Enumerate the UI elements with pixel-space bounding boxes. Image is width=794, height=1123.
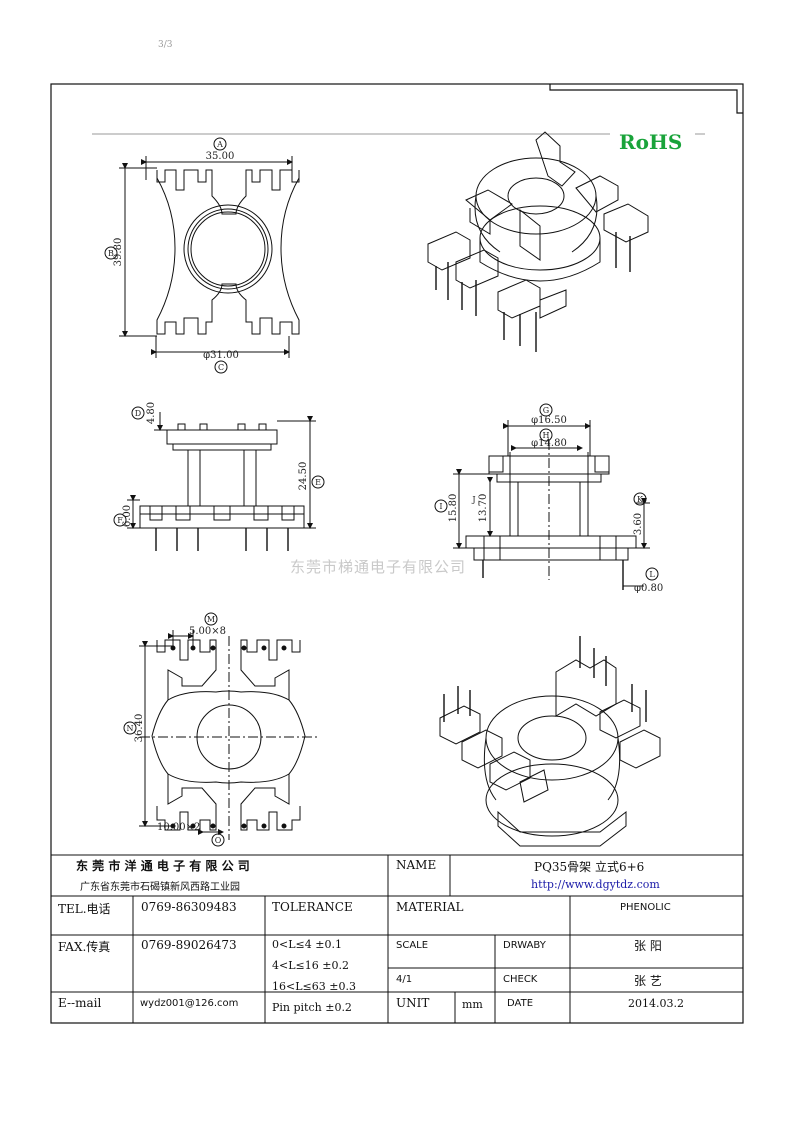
circle-label-d: D	[135, 409, 141, 418]
check-value: 张 艺	[634, 974, 662, 988]
date-value: 2014.03.2	[628, 997, 684, 1010]
circle-label-c: C	[218, 363, 224, 372]
tel-label: TEL.电话	[58, 902, 111, 916]
circle-label-e: E	[315, 478, 321, 487]
corner-bracket	[549, 84, 743, 114]
dimension-b: 39.80	[113, 238, 124, 267]
dimension-f: 6.00	[122, 505, 133, 527]
dimension-g: φ16.50	[531, 415, 567, 426]
circle-label-a: A	[216, 140, 223, 149]
circle-label-h: H	[543, 431, 550, 440]
drawby-value: 张 阳	[634, 939, 662, 953]
tolerance-pin-pitch: Pin pitch ±0.2	[272, 1001, 352, 1014]
company-name: 东 莞 市 洋 通 电 子 有 限 公 司	[76, 859, 250, 873]
circle-label-o: O	[215, 836, 222, 845]
material-label: MATERIAL	[396, 900, 464, 914]
dimension-o: 10.00×2	[157, 822, 200, 833]
circle-label-b: B	[108, 249, 114, 258]
date-label: DATE	[507, 998, 534, 1009]
drawby-label: DRWABY	[503, 940, 546, 951]
drawing-frame	[50, 83, 744, 1024]
tolerance-label: TOLERANCE	[272, 900, 353, 914]
watermark: 东莞市梯通电子有限公司	[290, 558, 467, 576]
fax-value: 0769-89026473	[141, 938, 237, 952]
circle-label-k: K	[637, 495, 644, 504]
scale-label: SCALE	[396, 940, 429, 951]
tel-value: 0769-86309483	[141, 900, 237, 914]
scale-value: 4/1	[396, 974, 413, 985]
dimension-a: 35.00	[206, 151, 235, 162]
fax-label: FAX.传真	[58, 940, 111, 954]
dimension-n: 36.40	[134, 714, 145, 743]
bottom-view	[123, 612, 318, 847]
circle-label-f: F	[117, 516, 123, 525]
email-label: E--mail	[58, 996, 102, 1010]
dimension-l: φ0.80	[634, 583, 663, 594]
title-block-grid	[51, 854, 743, 1023]
circle-label-l: L	[649, 570, 655, 579]
dimension-c: φ31.00	[203, 350, 239, 361]
dimension-k: 3.60	[633, 513, 644, 535]
part-name: PQ35骨架 立式6+6	[534, 860, 645, 874]
dimension-j: 13.70	[478, 494, 489, 523]
circle-label-i: I	[439, 502, 442, 511]
check-label: CHECK	[503, 974, 538, 985]
tolerance-range-3: 16<L≤63 ±0.3	[272, 980, 356, 993]
isometric-view-top	[427, 131, 649, 352]
dimension-d: 4.80	[146, 402, 157, 424]
dimension-h: φ14.80	[531, 438, 567, 449]
front-view	[434, 403, 659, 590]
page-mark: 3/3	[158, 40, 173, 50]
website-link[interactable]: http://www.dgytdz.com	[531, 878, 660, 891]
isometric-view-bottom	[439, 636, 661, 847]
dimension-m: 5.00×8	[189, 626, 226, 637]
side-view	[113, 406, 325, 551]
email-value[interactable]: wydz001@126.com	[140, 998, 239, 1009]
circle-label-n: N	[127, 724, 134, 733]
unit-value: mm	[462, 998, 483, 1011]
dimension-i: 15.80	[448, 494, 459, 523]
circle-label-m: M	[207, 615, 215, 624]
name-label: NAME	[396, 858, 437, 872]
rohs-mark: RoHS	[619, 130, 683, 154]
dimension-e: 24.50	[298, 462, 309, 491]
material-value: PHENOLIC	[620, 902, 671, 913]
circle-label-j: J	[471, 495, 475, 504]
circle-label-g: G	[543, 406, 549, 415]
unit-label: UNIT	[396, 996, 430, 1010]
company-address: 广东省东莞市石碣镇新风西路工业园	[80, 882, 240, 893]
top-view	[104, 137, 300, 374]
tolerance-range-2: 4<L≤16 ±0.2	[272, 959, 349, 972]
tolerance-range-1: 0<L≤4 ±0.1	[272, 938, 342, 951]
